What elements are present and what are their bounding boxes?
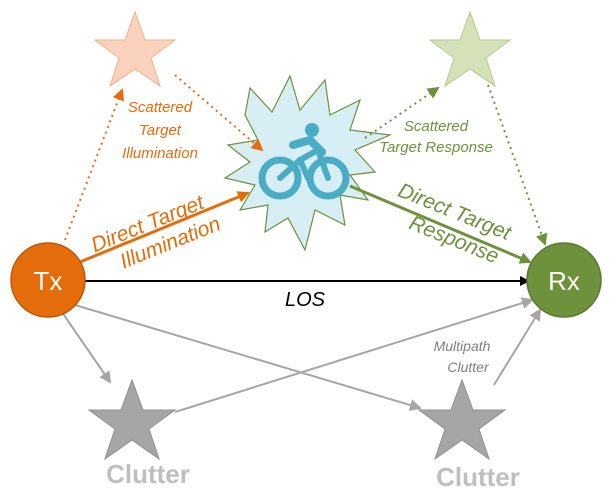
scattered-resp-line2: Target Response <box>379 139 493 156</box>
scatter-star-to-rx-dotted <box>487 84 548 246</box>
scatterer-right-star-icon <box>428 10 512 88</box>
clutter-right-label: Clutter <box>436 462 520 492</box>
multipath-line1: Multipath <box>434 338 491 354</box>
left-clutter-to-rx-arrow <box>174 297 534 413</box>
scattered-illumination-label: Scattered Target Illumination <box>122 99 198 162</box>
cyclist-icon <box>258 123 350 200</box>
scattered-illum-line3: Illumination <box>122 145 198 162</box>
scatterer-left-star-icon <box>93 10 177 88</box>
scattered-resp-line1: Scattered <box>404 118 469 135</box>
scattered-illum-line1: Scattered <box>128 99 193 116</box>
tx-to-left-clutter-arrow <box>54 301 112 384</box>
clutter-left-star-icon <box>87 378 177 461</box>
scattered-response-label: Scattered Target Response <box>379 118 493 156</box>
tx-label: Tx <box>34 266 63 296</box>
los-label: LOS <box>285 289 326 311</box>
multipath-clutter-label: Multipath Clutter <box>434 338 491 375</box>
rx-node[interactable]: Rx <box>526 242 602 318</box>
direct-illumination-arrow <box>79 191 250 264</box>
clutter-left-label: Clutter <box>106 459 190 489</box>
tx-to-scatter-star-dotted <box>64 88 125 241</box>
target-to-scatter-star-dotted <box>364 86 440 139</box>
direct-illumination-label: Direct Target Illumination <box>88 191 224 274</box>
rx-label: Rx <box>548 266 580 296</box>
tx-to-right-clutter-arrow <box>74 304 422 411</box>
scatter-star-to-target-dotted <box>174 74 264 152</box>
target-scattering-blob <box>223 74 393 252</box>
multipath-line2: Clutter <box>447 359 490 375</box>
direct-response-label: Direct Target Response <box>395 179 515 268</box>
scattered-illum-line2: Target <box>139 122 182 139</box>
direct-response-arrow <box>349 184 532 264</box>
tx-node[interactable]: Tx <box>10 242 86 318</box>
clutter-right-star-icon <box>417 378 507 461</box>
right-clutter-to-rx-arrow <box>493 308 542 386</box>
